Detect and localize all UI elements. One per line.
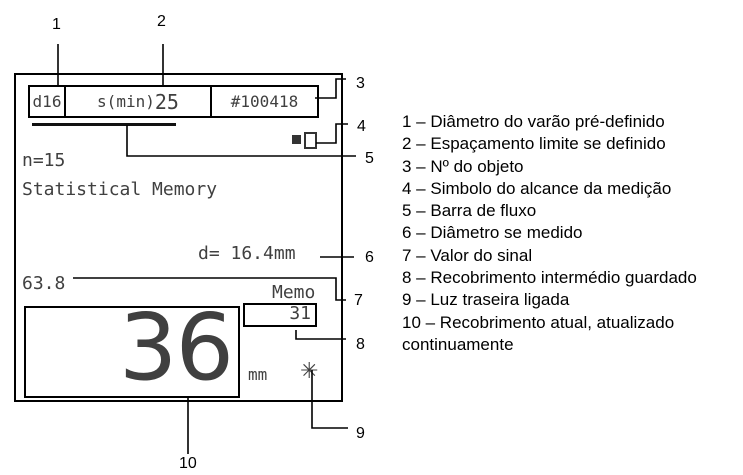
callout-8: 8	[356, 336, 365, 353]
backlight-icon: ✳	[300, 358, 319, 383]
legend-item-8: 8 – Recobrimento intermédio guardado	[402, 268, 697, 288]
legend-item-10: 10 – Recobrimento atual, atualizado cont…	[402, 312, 675, 354]
legend-item-4: 4 – Simbolo do alcance da medição	[402, 178, 672, 198]
leader-line-9	[311, 370, 348, 429]
rod-diameter-value: d16	[32, 92, 62, 111]
spacing-value: 25	[154, 89, 179, 114]
rod-diameter-cell: d16	[30, 87, 66, 116]
callout-5: 5	[365, 150, 374, 167]
range-empty-rectangle	[304, 132, 317, 149]
cover-box: 36	[24, 294, 240, 401]
callout-10: 10	[179, 455, 197, 472]
cover-unit: mm	[248, 365, 268, 384]
memo-label: Memo	[272, 282, 316, 303]
callout-4: 4	[357, 118, 366, 135]
cover-value: 36	[118, 294, 234, 401]
legend-item-5: 5 – Barra de fluxo	[402, 201, 537, 221]
flow-bar	[32, 123, 176, 126]
spacing-cell: s(min)25	[66, 87, 212, 116]
count-value: n=15	[22, 150, 66, 171]
device-display: d16 s(min)25 #100418 n=15 Statistical Me…	[14, 73, 343, 402]
legend-item-3: 3 – Nº do objeto	[402, 156, 524, 176]
measured-diameter: d= 16.4mm	[198, 243, 296, 264]
callout-9: 9	[356, 425, 365, 442]
leader-line-8	[295, 330, 346, 340]
signal-value: 63.8	[22, 273, 66, 294]
callout-7: 7	[354, 292, 363, 309]
memo-box: 31	[243, 303, 317, 327]
callout-6: 6	[365, 249, 374, 266]
range-filled-square	[292, 135, 301, 144]
mode-title: Statistical Memory	[22, 179, 218, 200]
object-number-value: #100418	[230, 92, 299, 111]
display-header: d16 s(min)25 #100418	[28, 85, 319, 118]
leader-line-5	[126, 125, 356, 157]
legend: 1 – Diâmetro do varão pré-definido 2 – E…	[402, 111, 742, 356]
legend-item-1: 1 – Diâmetro do varão pré-definido	[402, 112, 665, 131]
callout-3: 3	[356, 75, 365, 92]
callout-1: 1	[52, 16, 61, 33]
callout-2: 2	[157, 13, 166, 30]
legend-item-6: 6 – Diâmetro se medido	[402, 223, 583, 243]
object-number-cell: #100418	[212, 87, 317, 116]
legend-item-9: 9 – Luz traseira ligada	[402, 290, 570, 310]
memo-value: 31	[289, 303, 311, 324]
spacing-prefix: s(min)	[97, 92, 155, 111]
leader-line-4	[316, 123, 348, 144]
measurement-range-icon	[292, 132, 318, 149]
leader-line-7	[73, 277, 346, 301]
leader-line-3	[315, 78, 346, 99]
legend-item-7: 7 – Valor do sinal	[402, 245, 533, 265]
legend-item-2: 2 – Espaçamento limite se definido	[402, 134, 666, 154]
